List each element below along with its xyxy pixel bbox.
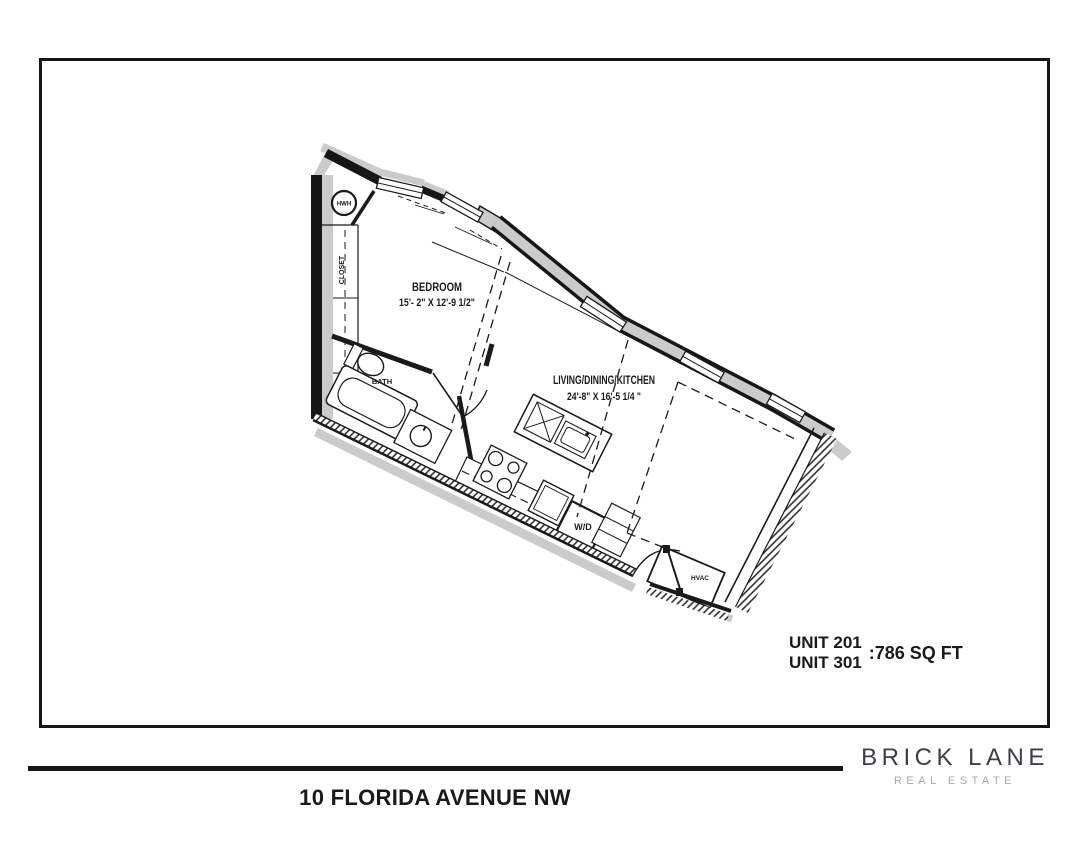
- entry-door-arc: [632, 549, 681, 576]
- window-icon: [765, 392, 807, 424]
- fridge-icon: [527, 479, 575, 527]
- brick-lane-logo: BRICK LANE REAL ESTATE: [853, 744, 1057, 787]
- footer-divider: [28, 766, 843, 771]
- hwh-label: HWH: [337, 202, 351, 208]
- dashed-lines: [397, 195, 798, 551]
- toilet-icon: [343, 342, 385, 377]
- unit-301-label: UNIT 301: [789, 653, 862, 672]
- bedroom-label: BEDROOM: [412, 280, 462, 294]
- kitchen-island: [513, 393, 613, 473]
- entry-steps: [590, 502, 642, 558]
- logo-tagline-text: REAL ESTATE: [893, 775, 1017, 787]
- unit-201-label: UNIT 201: [789, 633, 862, 652]
- bath-label: BATH: [372, 377, 392, 386]
- window-icon: [579, 295, 628, 334]
- unit-info: UNIT 201 UNIT 301 :786 SQ FT: [789, 633, 963, 673]
- square-footage: :786 SQ FT: [868, 642, 963, 663]
- stove-icon: [472, 444, 528, 500]
- plan-border-box: [39, 58, 1050, 728]
- hwh-symbol: [330, 189, 358, 217]
- bathroom: [325, 333, 488, 471]
- washer-dryer-label: W/D: [574, 522, 592, 532]
- living-dining-kitchen-label: LIVING/DINING/KITCHEN: [553, 373, 655, 387]
- window-icon: [678, 350, 726, 384]
- bay-window-wall: [323, 149, 505, 273]
- window-wall: [473, 204, 836, 444]
- pocket-door-mark: [483, 343, 495, 367]
- living-dining-kitchen-dimensions: 24'-8" X 16'-5 1/4 ": [567, 391, 641, 403]
- hvac-label: HVAC: [691, 575, 709, 582]
- bottom-wall: [312, 412, 637, 578]
- right-wall: [724, 427, 837, 613]
- property-address: 10 FLORIDA AVENUE NW: [299, 785, 571, 810]
- window-icon: [375, 176, 425, 200]
- sink-icon: [393, 408, 453, 465]
- dishwasher-icon: [522, 401, 565, 444]
- hvac-closet: [646, 545, 732, 621]
- hwh-closet: [330, 189, 376, 226]
- closet-label: CLOSET: [339, 255, 346, 284]
- logo-brand-text: BRICK LANE: [861, 744, 1049, 771]
- bedroom-dimensions: 15'- 2" X 12'-9 1/2": [399, 297, 475, 309]
- island-sink-icon: [553, 420, 597, 460]
- window-icon: [440, 191, 484, 223]
- hvac-door-leaf: [667, 550, 682, 593]
